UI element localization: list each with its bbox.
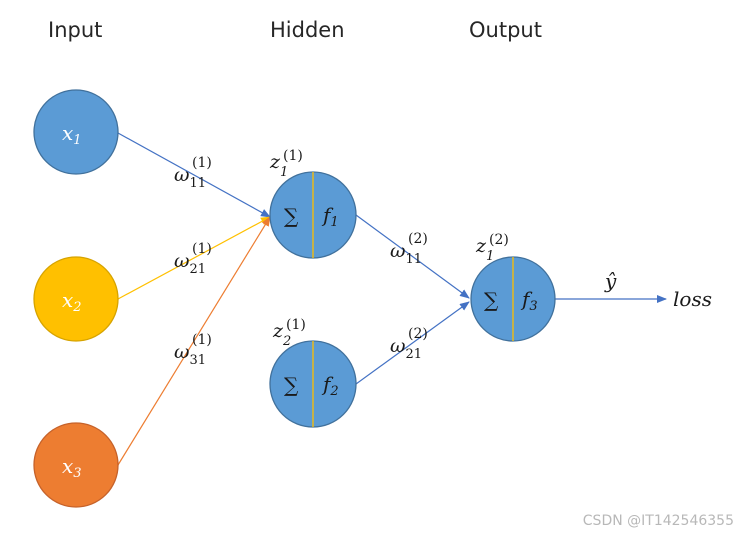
svg-text:(2): (2) xyxy=(408,326,428,342)
edge-x2-h1 xyxy=(117,216,271,300)
hidden-node-2: ∑ f2 xyxy=(269,340,357,428)
svg-text:(1): (1) xyxy=(192,241,212,257)
edge-x1-h1 xyxy=(117,132,271,218)
weight-w21-2: ω21 (2) xyxy=(390,326,428,362)
input-node-x3: x3 xyxy=(33,422,119,508)
z1-2-sup: (2) xyxy=(489,232,509,248)
weight-w31-1: ω31 (1) xyxy=(174,332,212,368)
watermark: CSDN @IT142546355 xyxy=(583,513,734,529)
svg-text:x1: x1 xyxy=(62,121,82,148)
sum-symbol: ∑ xyxy=(484,288,499,312)
loss-label: loss xyxy=(673,287,712,311)
edge-h2-out xyxy=(355,301,470,385)
hidden-header: Hidden xyxy=(270,18,345,42)
output-node: ∑ f3 xyxy=(470,256,556,342)
svg-text:ω11: ω11 xyxy=(390,240,422,267)
svg-text:(1): (1) xyxy=(192,155,212,171)
edge-x3-h1 xyxy=(117,216,271,466)
output-header: Output xyxy=(469,18,542,42)
svg-text:ω11: ω11 xyxy=(174,164,206,191)
svg-text:(1): (1) xyxy=(192,332,212,348)
sum-symbol: ∑ xyxy=(284,373,299,397)
svg-text:ω21: ω21 xyxy=(174,250,206,277)
z1-1-sup: (1) xyxy=(283,148,303,164)
input-node-x2: x2 xyxy=(33,256,119,342)
input-header: Input xyxy=(48,18,102,42)
input-node-x1: x1 xyxy=(33,89,119,175)
svg-text:x3: x3 xyxy=(62,454,82,481)
hidden-node-1: ∑ f1 xyxy=(269,171,357,259)
y-hat-label: ŷ xyxy=(604,269,617,293)
svg-text:ω31: ω31 xyxy=(174,341,206,368)
z1-1-label: z1 xyxy=(269,151,288,180)
weight-w11-1: ω11 (1) xyxy=(174,155,212,191)
z2-1-sup: (1) xyxy=(286,317,306,333)
weight-w11-2: ω11 (2) xyxy=(390,231,428,267)
svg-text:ω21: ω21 xyxy=(390,335,422,362)
z1-2-label: z1 xyxy=(475,235,494,264)
svg-text:(2): (2) xyxy=(408,231,428,247)
svg-text:x2: x2 xyxy=(62,288,82,315)
z2-1-label: z2 xyxy=(272,320,291,349)
sum-symbol: ∑ xyxy=(284,204,299,228)
edge-h1-out xyxy=(355,214,470,299)
weight-w21-1: ω21 (1) xyxy=(174,241,212,277)
